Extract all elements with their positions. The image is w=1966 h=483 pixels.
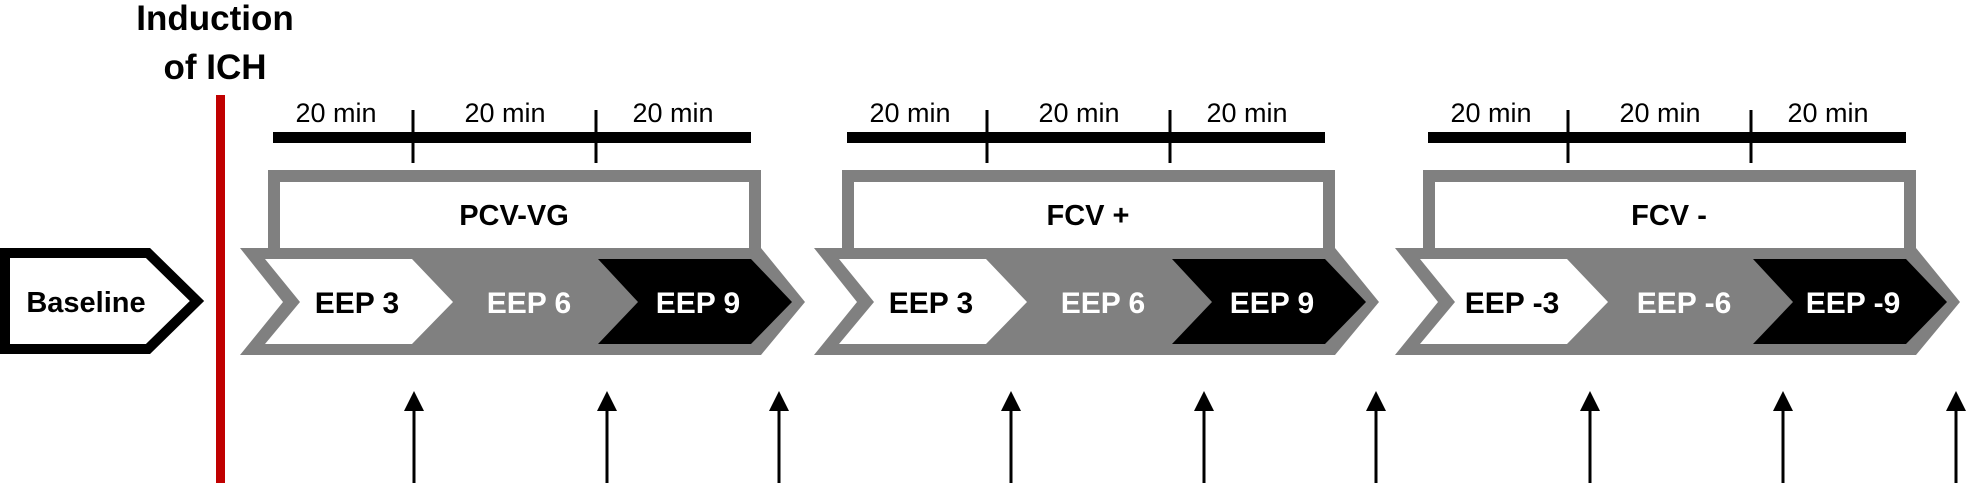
arrow-up-icon: [1194, 391, 1214, 483]
timeline-bar: [1428, 132, 1906, 143]
arrow-up-icon: [404, 391, 424, 483]
duration-label: 20 min: [1038, 98, 1119, 128]
induction-title-line1: Induction: [136, 0, 293, 38]
baseline-step: Baseline: [0, 248, 205, 354]
baseline-label: Baseline: [26, 287, 145, 319]
duration-timeline: 20 min 20 min 20 min: [847, 98, 1325, 163]
timeline-bar: [273, 132, 751, 143]
step-chevron-3: [1753, 259, 1947, 344]
duration-label: 20 min: [1619, 98, 1700, 128]
step-chevron-1: [839, 259, 1027, 344]
step-label-3: EEP 9: [1230, 287, 1315, 320]
duration-timeline: 20 min 20 min 20 min: [273, 98, 751, 163]
step-label-2: EEP 6: [487, 287, 572, 320]
step-label-1: EEP -3: [1465, 287, 1560, 320]
duration-label: 20 min: [1206, 98, 1287, 128]
arrow-up-icon: [1580, 391, 1600, 483]
timeline-tick: [1749, 110, 1753, 163]
arrow-up-icon: [597, 391, 617, 483]
mode-label: FCV -: [1631, 200, 1707, 232]
induction-marker-line: [216, 95, 225, 483]
step-label-3: EEP 9: [656, 287, 741, 320]
induction-title-line2: of ICH: [163, 48, 266, 87]
timeline-tick: [1566, 110, 1570, 163]
mode-box: [1423, 170, 1916, 262]
arrow-up-icon: [1773, 391, 1793, 483]
duration-label: 20 min: [632, 98, 713, 128]
timeline-bar: [847, 132, 1325, 143]
step-chevron-3: [1172, 259, 1366, 344]
step-chevron-1: [1420, 259, 1608, 344]
duration-label: 20 min: [1450, 98, 1531, 128]
arrow-up-icon: [1946, 391, 1966, 483]
step-label-2: EEP 6: [1061, 287, 1146, 320]
measurement-arrows: [404, 391, 1966, 483]
step-chevron-1: [265, 259, 453, 344]
step-label-3: EEP -9: [1806, 287, 1901, 320]
step-chevron-3: [598, 259, 792, 344]
step-label-1: EEP 3: [315, 287, 400, 320]
duration-label: 20 min: [295, 98, 376, 128]
mode-label: PCV-VG: [459, 200, 569, 232]
timeline-tick: [594, 110, 598, 163]
arrow-up-icon: [1366, 391, 1386, 483]
arrow-up-icon: [1001, 391, 1021, 483]
timeline-tick: [1168, 110, 1172, 163]
step-label-2: EEP -6: [1637, 287, 1732, 320]
duration-timeline: 20 min 20 min 20 min: [1428, 98, 1906, 163]
mode-label: FCV +: [1047, 200, 1130, 232]
duration-label: 20 min: [464, 98, 545, 128]
mode-box: [268, 170, 761, 262]
arrow-up-icon: [769, 391, 789, 483]
timeline-tick: [985, 110, 989, 163]
step-label-1: EEP 3: [889, 287, 974, 320]
duration-label: 20 min: [869, 98, 950, 128]
timeline-tick: [411, 110, 415, 163]
baseline-chevron: [0, 248, 205, 354]
duration-label: 20 min: [1787, 98, 1868, 128]
